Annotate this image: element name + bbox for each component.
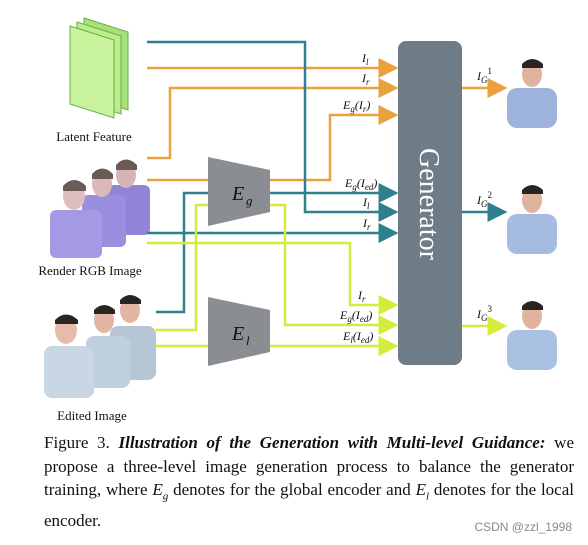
figure-number: Figure 3. xyxy=(44,433,110,452)
output-portrait-1 xyxy=(507,59,557,128)
output-labels: IG1 IG2 IG3 xyxy=(476,66,493,323)
signal-ir-1: Ir xyxy=(361,71,370,87)
svg-text:E: E xyxy=(231,323,244,345)
caption-body-1: we propose a three-level image generatio… xyxy=(44,433,574,499)
teal-connections xyxy=(147,40,508,314)
output-portrait-2 xyxy=(507,185,557,254)
edited-image-label: Edited Image xyxy=(57,408,127,423)
local-encoder: E l xyxy=(208,297,270,366)
caption-body-2: denotes for the global encoder and xyxy=(168,480,416,499)
render-rgb-image-label: Render RGB Image xyxy=(38,263,141,278)
output-ig2: IG2 xyxy=(476,190,492,209)
edited-person-front xyxy=(44,314,94,398)
latent-feature-stack xyxy=(69,17,129,119)
output-portrait-3 xyxy=(507,301,557,370)
render-rgb-image-stack xyxy=(50,159,150,258)
caption-body-3: denotes for the local encoder. xyxy=(44,480,574,530)
output-ig1: IG1 xyxy=(476,66,492,85)
generator-block: Generator xyxy=(398,41,462,365)
signal-eg-ied-1: Eg(Ied) xyxy=(344,176,377,192)
latent-feature-label: Latent Feature xyxy=(56,129,132,144)
svg-text:Generator: Generator xyxy=(413,148,444,261)
svg-text:E: E xyxy=(231,183,244,205)
yellow-connections xyxy=(147,203,508,356)
el-symbol: El xyxy=(415,480,430,503)
eg-symbol: Eg xyxy=(152,480,169,503)
edited-image-stack xyxy=(44,295,156,398)
render-person-front xyxy=(50,180,102,258)
svg-text:l: l xyxy=(246,333,250,348)
svg-text:g: g xyxy=(246,193,253,208)
signal-il-2: Il xyxy=(362,195,370,211)
signal-ir-2: Ir xyxy=(362,216,371,232)
signal-ir-3: Ir xyxy=(357,288,366,304)
edited-person-mid xyxy=(86,305,130,388)
signal-eg-ir: Eg(Ir) xyxy=(342,98,370,114)
signal-il-1: Il xyxy=(361,51,369,67)
global-encoder: E g xyxy=(208,157,270,226)
watermark: CSDN @zzl_1998 xyxy=(472,520,574,534)
figure-title: Illustration of the Generation with Mult… xyxy=(118,433,546,452)
figure-caption: Figure 3. Illustration of the Generation… xyxy=(44,431,574,532)
output-ig3: IG3 xyxy=(476,304,493,323)
signal-el-ied: El(Ied) xyxy=(342,329,373,345)
signal-labels: Il Ir Eg(Ir) Eg(Ied) Il Ir Ir Eg(Ied) El… xyxy=(339,51,377,345)
orange-connections xyxy=(147,58,508,182)
signal-eg-ied-2: Eg(Ied) xyxy=(339,308,372,324)
multi-level-generation-diagram: Latent Feature Render RGB Image Edited I… xyxy=(38,17,557,423)
